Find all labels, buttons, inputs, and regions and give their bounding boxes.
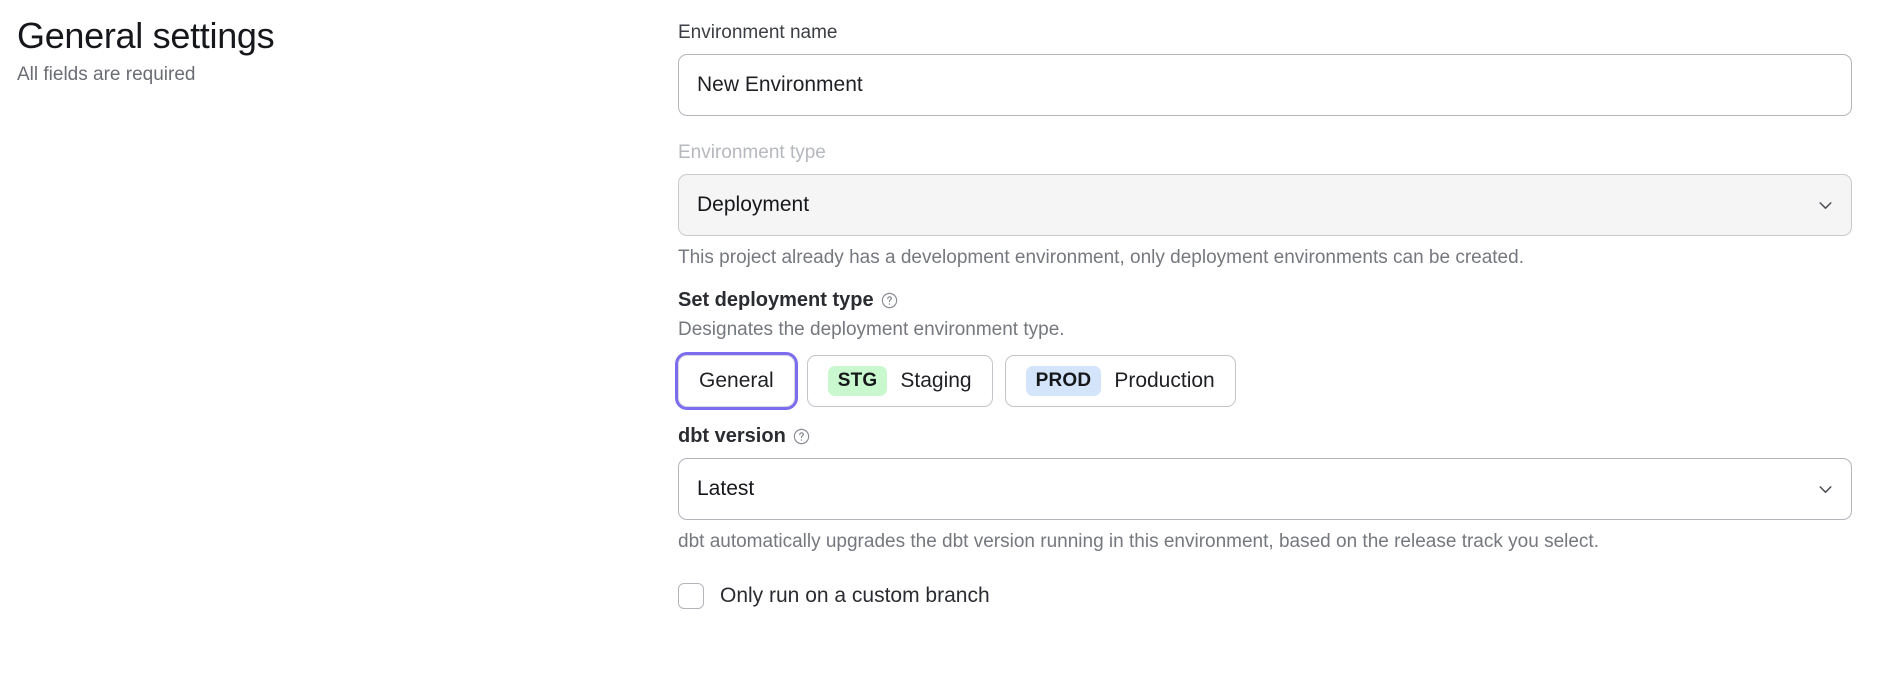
deployment-type-option-production-label: Production	[1114, 369, 1215, 392]
staging-badge: STG	[827, 366, 888, 396]
dbt-version-select[interactable]: Latest	[678, 458, 1852, 520]
environment-type-field-group: Environment type Deployment This project…	[678, 140, 1852, 271]
environment-name-field-group: Environment name	[678, 20, 1852, 116]
deployment-type-options: General STG Staging PROD Production	[678, 355, 1852, 407]
dbt-version-field-group: dbt version Latest dbt automatically upg…	[678, 423, 1852, 555]
environment-type-helper-text: This project already has a development e…	[678, 247, 1524, 268]
deployment-type-field-group: Set deployment type Designates the deplo…	[678, 287, 1852, 407]
environment-type-label: Environment type	[678, 142, 826, 163]
deployment-type-option-production[interactable]: PROD Production	[1004, 355, 1236, 407]
deployment-type-option-staging[interactable]: STG Staging	[806, 355, 993, 407]
production-badge: PROD	[1025, 366, 1102, 396]
page-subtitle: All fields are required	[17, 64, 196, 85]
dbt-version-select-value: Latest	[678, 458, 1852, 520]
dbt-version-helper-text: dbt automatically upgrades the dbt versi…	[678, 531, 1599, 552]
deployment-type-option-general-label: General	[699, 369, 774, 392]
custom-branch-checkbox[interactable]	[678, 583, 704, 609]
question-circle-icon[interactable]	[881, 292, 898, 309]
deployment-type-description: Designates the deployment environment ty…	[678, 319, 1065, 340]
page-title: General settings	[17, 15, 275, 56]
environment-type-select[interactable]: Deployment	[678, 174, 1852, 236]
deployment-type-option-general[interactable]: General	[678, 355, 795, 407]
deployment-type-label: Set deployment type	[678, 289, 874, 311]
dbt-version-label-row: dbt version	[678, 423, 1852, 449]
environment-name-input[interactable]	[678, 54, 1852, 116]
settings-form-column: Environment name Environment type Deploy…	[678, 0, 1890, 610]
settings-heading-column: General settings All fields are required	[0, 0, 678, 88]
question-circle-icon[interactable]	[793, 428, 810, 445]
dbt-version-label: dbt version	[678, 425, 786, 447]
environment-name-label: Environment name	[678, 22, 838, 43]
custom-branch-row[interactable]: Only run on a custom branch	[678, 582, 1852, 610]
deployment-type-label-row: Set deployment type	[678, 287, 1852, 313]
environment-type-select-value: Deployment	[678, 174, 1852, 236]
deployment-type-option-staging-label: Staging	[900, 369, 972, 392]
custom-branch-label: Only run on a custom branch	[720, 584, 990, 607]
